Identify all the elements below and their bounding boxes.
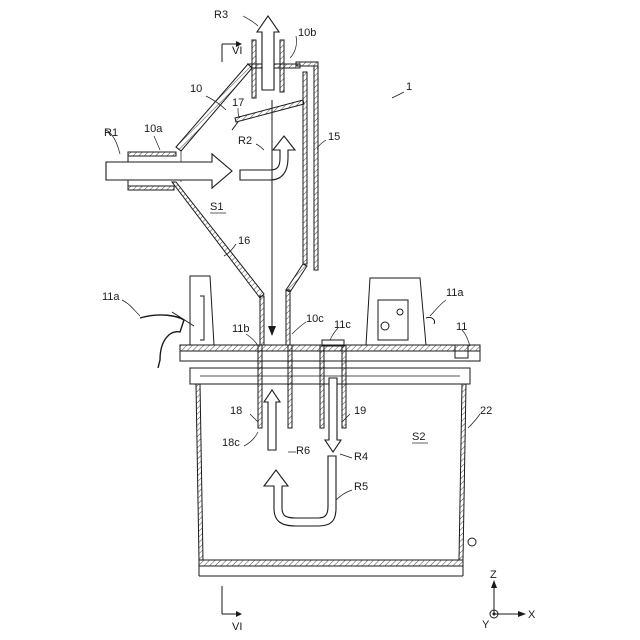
axis-label-y: Y <box>482 619 490 631</box>
axis-label-x: X <box>528 609 536 621</box>
flow-arrow-r1 <box>106 154 232 188</box>
label-outlet: 10b <box>298 27 316 39</box>
section-label-bottom: VI <box>232 621 242 633</box>
label-baffle: 17 <box>232 97 244 109</box>
axis-label-z: Z <box>490 569 497 581</box>
label-inlet: 10a <box>144 123 163 135</box>
label-space-1: S1 <box>210 201 223 213</box>
label-pipe-18c: 18c <box>222 437 240 449</box>
label-flow-r4: R4 <box>354 451 368 463</box>
leader-lines <box>106 16 480 500</box>
label-cone: 16 <box>238 235 250 247</box>
flow-arrow-r3 <box>257 16 279 90</box>
left-clip <box>140 276 214 368</box>
flow-arrow-r6 <box>264 390 280 450</box>
label-container: 22 <box>480 405 492 417</box>
label-container-lid: 11 <box>456 321 467 333</box>
flow-arrow-down-center <box>268 100 276 336</box>
label-port-c: 11c <box>334 319 351 331</box>
label-clip-left: 11a <box>102 291 120 303</box>
label-flow-r1: R1 <box>104 127 118 139</box>
label-flow-r3: R3 <box>214 9 228 21</box>
section-marker-bottom: VI <box>222 586 242 633</box>
label-cyclone: 10 <box>190 83 202 95</box>
flow-arrow-r5 <box>264 456 336 526</box>
label-lower-pipe: 10c <box>306 313 324 325</box>
label-flow-r2: R2 <box>238 135 252 147</box>
label-port-b: 11b <box>232 323 250 335</box>
label-outer-wall: 15 <box>328 131 340 143</box>
reference-labels: 1 10 10a 10b 17 15 16 R1 R2 R3 S1 11a 11… <box>102 9 492 493</box>
section-marker-top: VI <box>222 41 242 62</box>
label-flow-r5: R5 <box>354 481 368 493</box>
section-label-top: VI <box>232 45 242 57</box>
label-device: 1 <box>406 81 412 93</box>
right-clip <box>366 278 435 345</box>
label-space-2: S2 <box>412 431 425 443</box>
label-pipe-18: 18 <box>230 405 242 417</box>
axis-indicator: Z X Y <box>482 569 536 631</box>
label-clip-right: 11a <box>446 287 464 299</box>
label-flow-r6: R6 <box>296 445 310 457</box>
flow-arrow-r4 <box>325 378 341 452</box>
label-pipe-19: 19 <box>354 405 366 417</box>
